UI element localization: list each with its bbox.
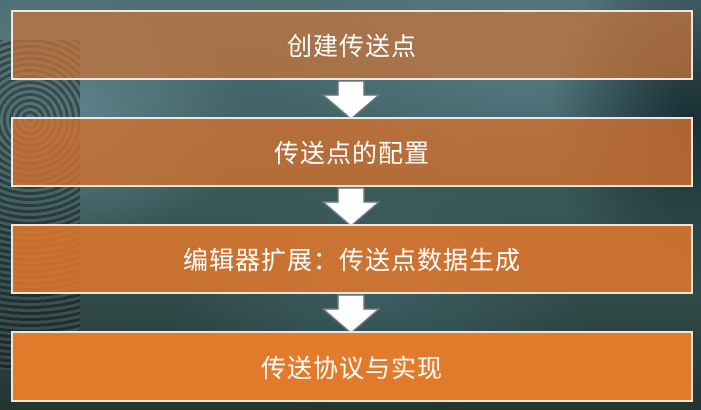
step-box-3: 编辑器扩展：传送点数据生成 — [11, 224, 693, 294]
step-label-3: 编辑器扩展：传送点数据生成 — [182, 246, 521, 275]
step-label-2: 传送点的配置 — [273, 139, 430, 168]
down-arrow-icon — [322, 80, 380, 120]
down-arrow-icon — [322, 187, 380, 227]
down-arrow-icon — [322, 294, 380, 334]
background-ornament — [0, 40, 80, 370]
step-box-4: 传送协议与实现 — [11, 331, 693, 402]
step-box-2: 传送点的配置 — [11, 117, 693, 187]
step-label-1: 创建传送点 — [286, 32, 417, 61]
step-label-4: 传送协议与实现 — [260, 353, 443, 383]
step-box-1: 创建传送点 — [11, 10, 693, 80]
